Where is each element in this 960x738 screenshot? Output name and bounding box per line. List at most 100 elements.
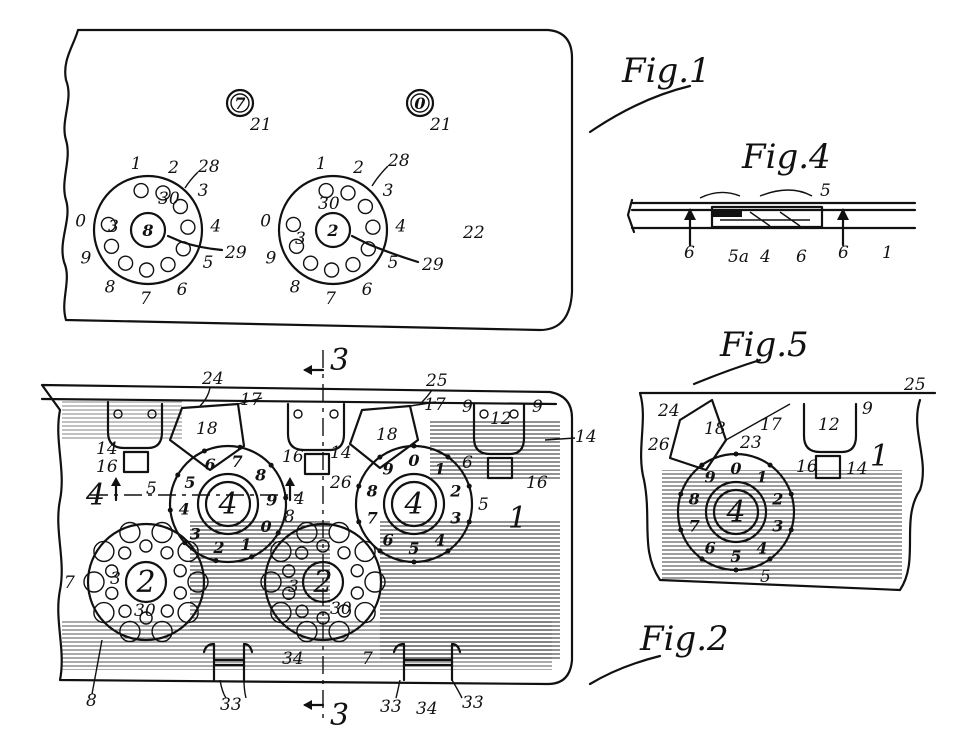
fig2-ref-14c: 14 [575, 427, 597, 447]
fig5-ref-5: 5 [760, 567, 771, 587]
ref-22: 22 [462, 223, 485, 243]
wheel-digit: 6 [705, 539, 716, 558]
gear-hole [295, 604, 309, 618]
wheel-digit: 5 [730, 547, 741, 566]
wheel-digit: 8 [688, 489, 700, 508]
gear-notch [296, 521, 318, 544]
wheel-digit: 7 [232, 452, 243, 471]
fig2-ref-6: 6 [462, 453, 473, 473]
gear-notch [260, 571, 282, 593]
fig2-ref-7a: 7 [64, 573, 75, 593]
fig2-ref-16b: 16 [282, 447, 304, 467]
ref-21-left: 21 [249, 115, 272, 135]
dial-digit: 5 [203, 253, 214, 273]
dial-digit: 3 [198, 181, 209, 201]
fig5-ref-23: 23 [739, 433, 762, 453]
gear-hole [337, 604, 351, 618]
fig1-title-text: Fig.1 [621, 51, 711, 91]
wheel-tooth [356, 483, 362, 489]
gear-notch [83, 571, 105, 593]
gear-hole [316, 539, 330, 553]
wheel-tooth [249, 554, 255, 560]
gear-hole [104, 564, 119, 578]
gear-label-left: 2 [135, 565, 155, 600]
ref-30-left: 30 [158, 189, 180, 209]
fig4-ref-5a: 5a [728, 247, 749, 267]
fig2-ref-8b: 8 [284, 507, 295, 527]
wheel-tooth [268, 462, 274, 468]
wheel-digit: 2 [212, 538, 224, 557]
wheel-tooth [678, 527, 684, 533]
dial-right-center: 2 [326, 221, 338, 240]
gear-notch [151, 620, 173, 643]
wheel-digit: 1 [434, 459, 445, 478]
wheel-tooth [445, 454, 451, 460]
ref-21-right: 21 [429, 115, 452, 135]
wheel-digit: 6 [205, 455, 216, 474]
dial-digit: 4 [394, 216, 406, 236]
fig4-ref-6b: 6 [838, 243, 849, 263]
gear-notch [354, 540, 376, 563]
gear-hole [316, 611, 330, 625]
fig2-bracket-left [106, 400, 164, 474]
fig5-ref-16: 16 [796, 457, 818, 477]
fig5-ref-14: 14 [846, 459, 868, 479]
fig4-ref-4: 4 [759, 247, 771, 267]
fig2-star-gear-right: 2 [260, 521, 386, 643]
fig2-ref-9a: 9 [462, 397, 473, 417]
wheel-digit: 4 [179, 500, 190, 519]
dial-digit: 9 [265, 249, 276, 269]
dial-digit: 2 [167, 158, 179, 178]
fig4-title-text: Fig.4 [741, 137, 831, 177]
dial-digit: 0 [260, 212, 271, 232]
fig1-panel [61, 28, 574, 332]
wheel-digit: 2 [449, 481, 461, 500]
wheel-digit: 7 [367, 509, 378, 528]
gear-hole [295, 546, 309, 560]
fig4-ref-6c: 6 [796, 247, 807, 267]
dial-hole [365, 219, 381, 235]
wheel-tooth [411, 443, 417, 449]
fig2-bracket-right [472, 402, 526, 480]
gear-notch [354, 601, 376, 624]
wheel-digit: 0 [408, 451, 419, 470]
gear-notch [177, 540, 199, 563]
ref-30-right: 30 [318, 194, 340, 214]
gear-notch [93, 601, 115, 624]
fig2-ref-5a: 5 [146, 479, 157, 499]
dial-hole [160, 256, 176, 273]
wheel-tooth [411, 559, 417, 565]
dial-digit: 8 [105, 277, 116, 297]
wheel-tooth [767, 556, 773, 562]
wheel-tooth [201, 448, 207, 454]
dial-hole [318, 182, 334, 199]
fig5-hub-label: 4 [725, 495, 745, 530]
gear-notch [328, 521, 350, 544]
fig2-labels: 24 25 17 17 9 9 18 18 12 14 14 14 16 16 … [64, 369, 597, 719]
wheel-digit: 4 [434, 531, 445, 550]
dial-digit: 7 [325, 289, 336, 309]
section-ref-4-right: 4 [293, 489, 305, 509]
gear-hole [105, 586, 119, 600]
wheel-tooth [767, 462, 773, 468]
wheel-tooth [699, 462, 705, 468]
dial-hole [360, 241, 376, 257]
fig2-title: Fig.2 [588, 619, 729, 686]
dial-hole [285, 216, 302, 233]
gear-notch [119, 620, 141, 643]
ref-29-right: 29 [421, 255, 444, 275]
fig2-clips-left [202, 642, 254, 699]
wheel-tooth [678, 491, 684, 497]
fig5-ref-26: 26 [647, 435, 670, 455]
gear-notch [296, 620, 318, 643]
dial-left-center: 8 [141, 221, 153, 240]
fig2-clips-right [392, 642, 463, 699]
fig2-ref-8a: 8 [86, 691, 97, 711]
section-line-3-3: 3 3 [303, 343, 349, 733]
window-left-digit: 7 [234, 94, 245, 113]
wheel-digit: 4 [756, 539, 767, 558]
wheel-tooth [175, 472, 181, 478]
wheel-tooth [466, 483, 472, 489]
fig5-ref-24: 24 [657, 401, 680, 421]
